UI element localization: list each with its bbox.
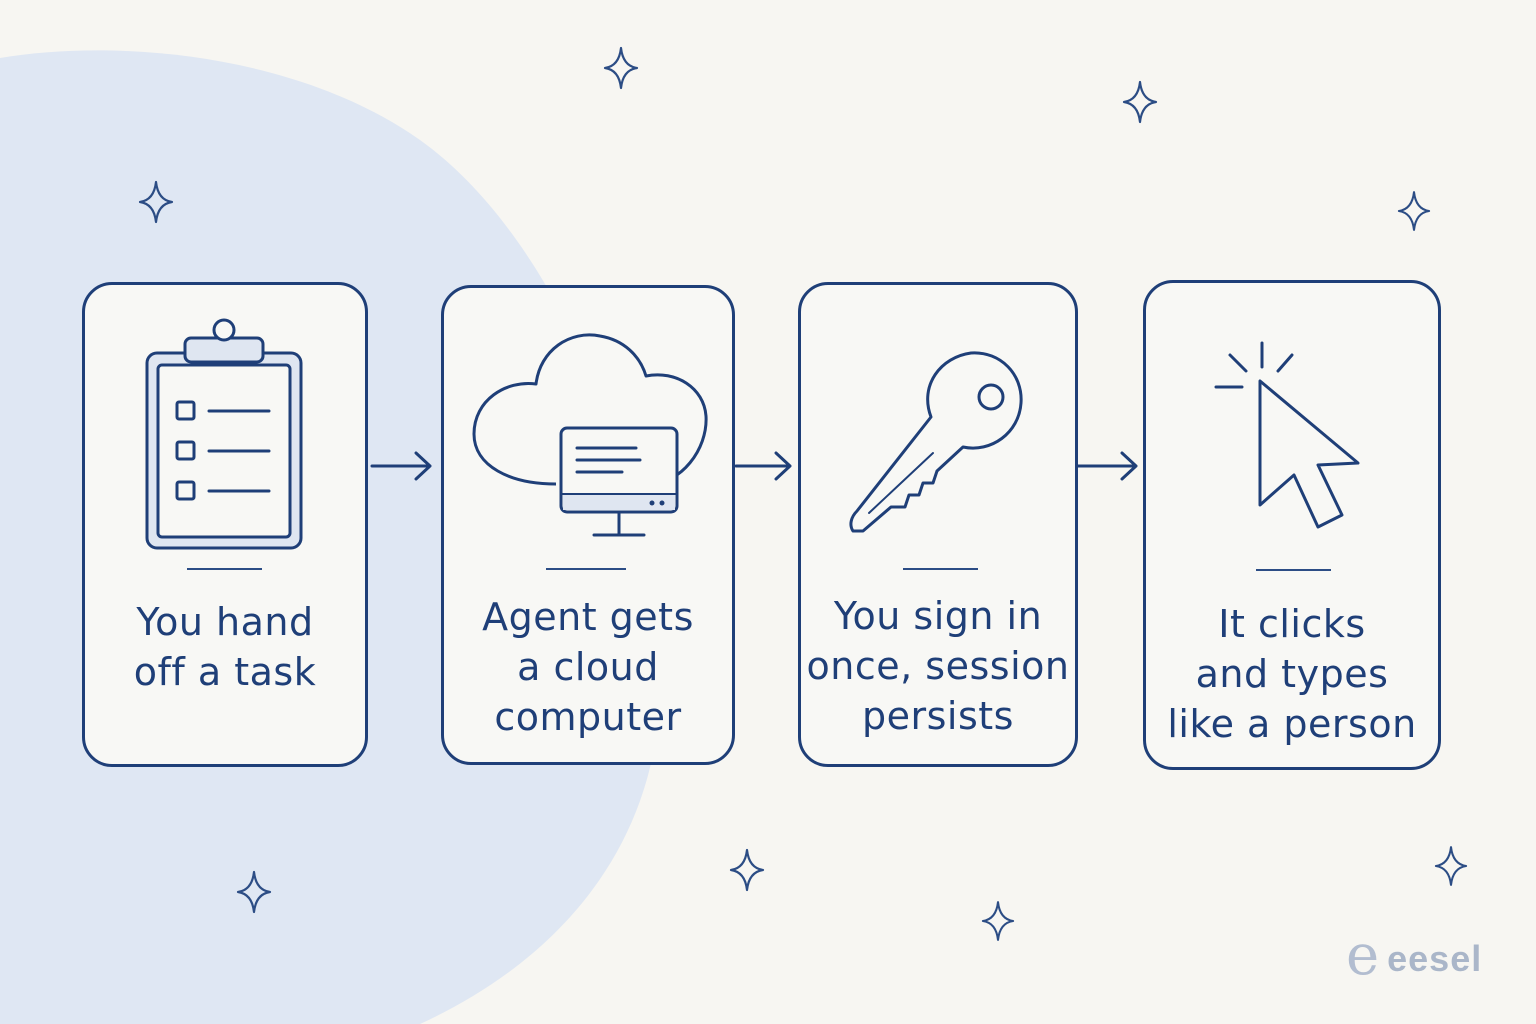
flow-arrow-1 bbox=[370, 451, 432, 481]
brand-logo: e eesel bbox=[1346, 928, 1482, 984]
step-label-line: and types bbox=[1195, 652, 1389, 696]
step-label-line: computer bbox=[494, 695, 682, 739]
sparkle-icon bbox=[729, 848, 765, 892]
step-card-2: Agent gets a cloud computer bbox=[441, 285, 735, 765]
step-label-1: You hand off a task bbox=[85, 597, 365, 697]
step-label-line: You hand bbox=[136, 600, 314, 644]
step-card-4: It clicks and types like a person bbox=[1143, 280, 1441, 770]
step-label-line: like a person bbox=[1167, 702, 1417, 746]
flow-arrow-3 bbox=[1076, 451, 1138, 481]
step-label-line: persists bbox=[862, 694, 1014, 738]
brand-name: eesel bbox=[1387, 938, 1483, 979]
mouse-cursor-click-icon bbox=[1214, 341, 1360, 529]
sparkle-icon bbox=[1122, 80, 1158, 124]
sparkle-icon bbox=[1397, 191, 1431, 231]
sparkle-icon bbox=[1434, 846, 1468, 886]
step-card-3: You sign in once, session persists bbox=[798, 282, 1078, 767]
clipboard-checklist-icon bbox=[145, 318, 303, 550]
step-label-line: a cloud bbox=[517, 645, 659, 689]
sparkle-icon bbox=[981, 901, 1015, 941]
card-divider bbox=[546, 568, 626, 570]
step-label-line: You sign in bbox=[833, 594, 1043, 638]
step-label-line: once, session bbox=[806, 644, 1070, 688]
sparkle-icon bbox=[138, 180, 174, 224]
step-label-line: Agent gets bbox=[482, 595, 694, 639]
card-divider bbox=[1256, 569, 1331, 571]
step-label-2: Agent gets a cloud computer bbox=[444, 592, 732, 742]
sparkle-icon bbox=[603, 46, 639, 90]
step-label-3: You sign in once, session persists bbox=[801, 591, 1075, 741]
brand-mark: e bbox=[1346, 923, 1380, 988]
card-divider bbox=[903, 568, 978, 570]
cloud-computer-icon bbox=[472, 333, 708, 537]
step-card-1: You hand off a task bbox=[82, 282, 368, 767]
card-divider bbox=[187, 568, 262, 570]
step-label-line: It clicks bbox=[1218, 602, 1366, 646]
sparkle-icon bbox=[236, 870, 272, 914]
key-icon bbox=[849, 351, 1023, 533]
flow-arrow-2 bbox=[734, 451, 792, 481]
step-label-4: It clicks and types like a person bbox=[1146, 599, 1438, 749]
step-label-line: off a task bbox=[133, 650, 317, 694]
